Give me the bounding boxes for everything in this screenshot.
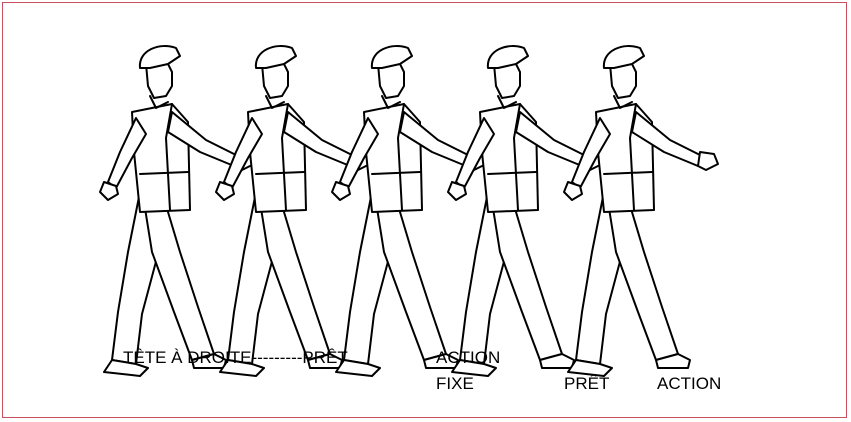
soldier-figure bbox=[331, 45, 487, 377]
caption-action-line1: ACTION bbox=[436, 348, 501, 367]
caption-pret: PRÊT bbox=[564, 374, 610, 393]
caption-tete-a-droite-pret: TÊTE À DROITE---------PRÊT bbox=[123, 348, 348, 367]
caption-fixe-line2: FIXE bbox=[436, 374, 474, 393]
soldier-figure bbox=[215, 45, 371, 377]
soldier-figure bbox=[563, 45, 719, 377]
soldier-figure bbox=[99, 45, 255, 377]
soldier-figure bbox=[447, 45, 603, 377]
caption-action: ACTION bbox=[657, 374, 722, 393]
